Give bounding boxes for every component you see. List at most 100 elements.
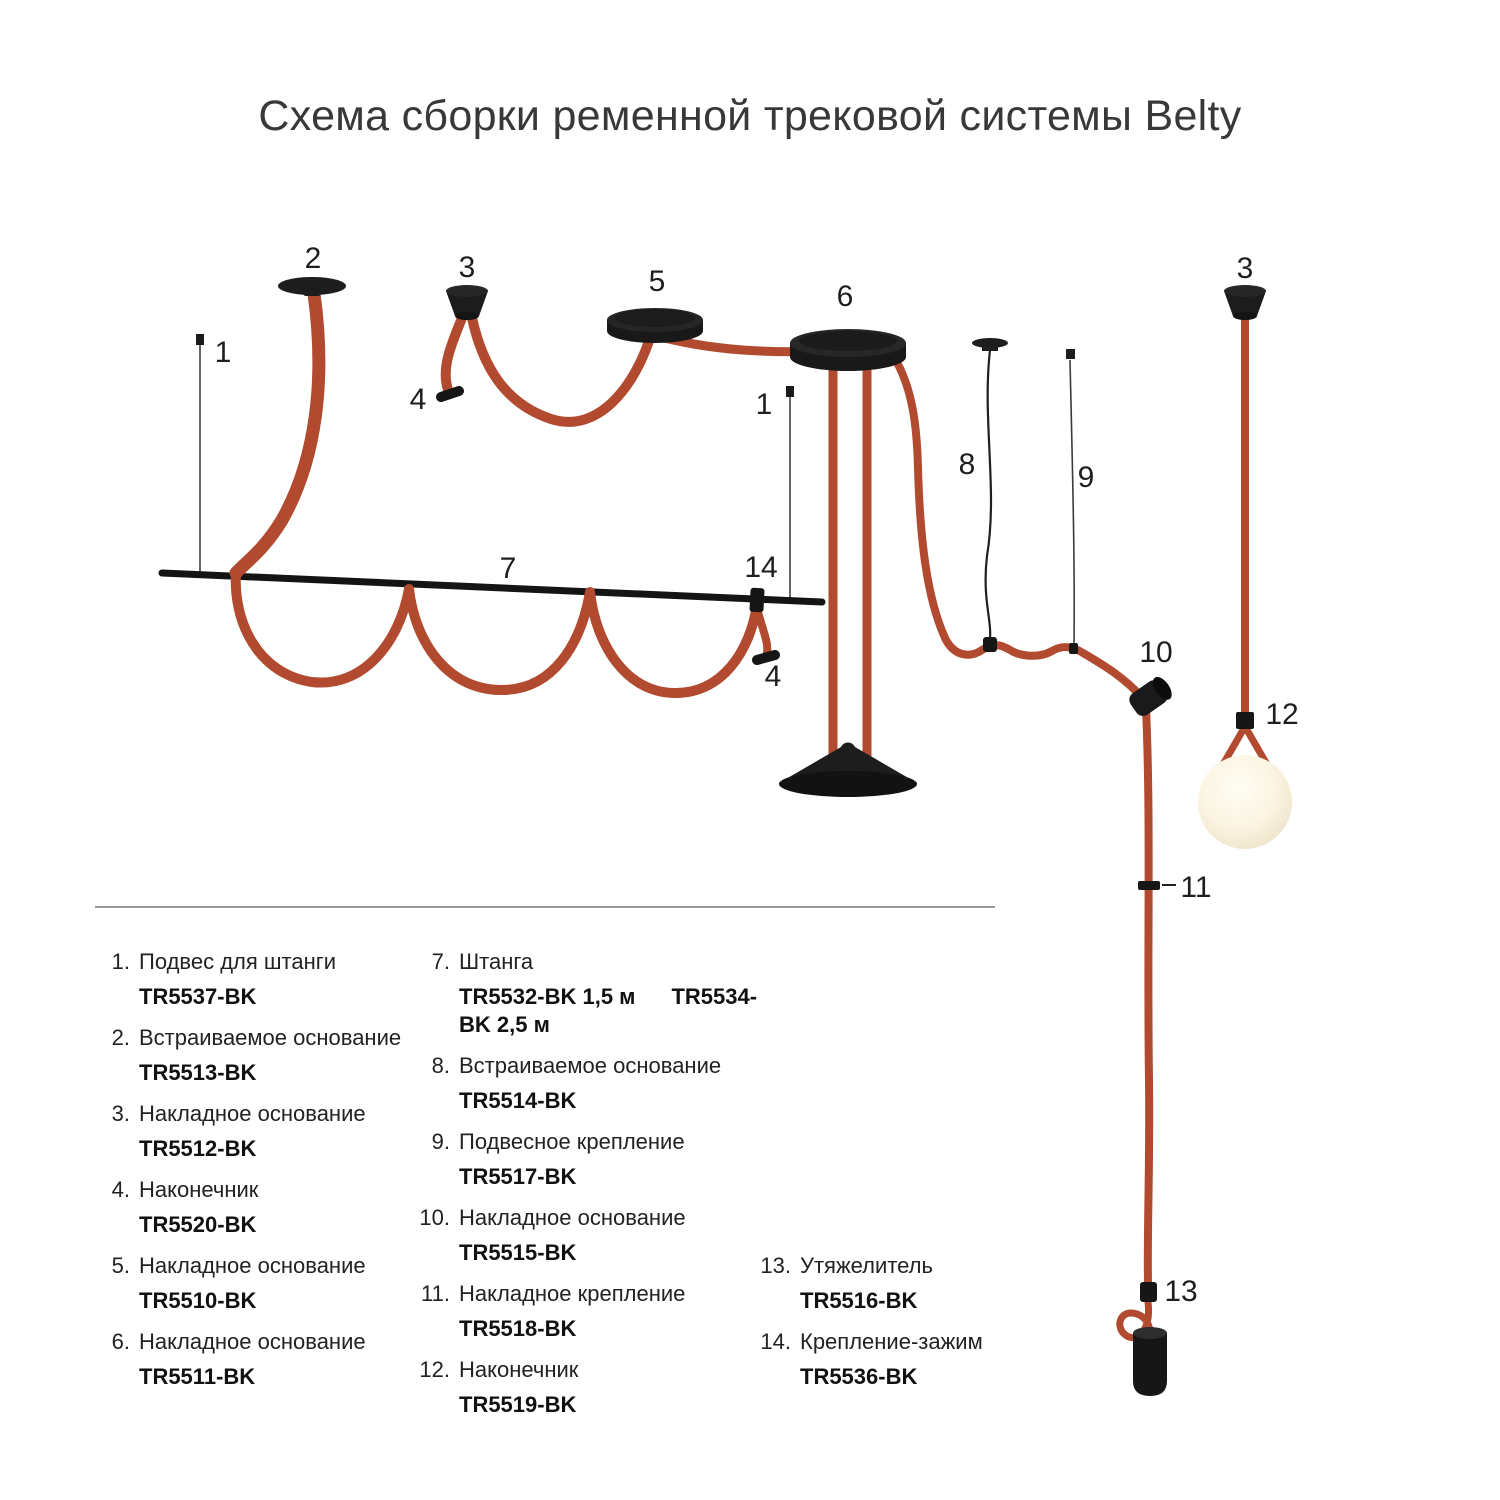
- part-label-3-right: 3: [1237, 252, 1254, 285]
- belt-from-base-2: [229, 287, 326, 580]
- legend-item-number: 3.: [111, 1101, 130, 1126]
- legend-item-name: Подвес для штанги: [139, 949, 337, 974]
- legend-item-code: TR5513-BK: [139, 1060, 257, 1085]
- legend-item-code: TR5518-BK: [459, 1316, 577, 1341]
- legend-item: 1. Подвес для штанги TR5537-BK: [92, 948, 422, 1011]
- part-label-3-left: 3: [459, 251, 476, 284]
- legend-item-name: Штанга: [459, 949, 534, 974]
- legend-item-code-a: TR5532-BK 1,5 м: [459, 984, 636, 1009]
- weight-clamp-13: [1140, 1282, 1157, 1302]
- legend-item-number: 7.: [431, 949, 450, 974]
- cable-8: [984, 349, 993, 638]
- legend-item-code: TR5536-BK: [800, 1364, 918, 1389]
- page-title: Схема сборки ременной трековой системы B…: [258, 92, 1242, 140]
- legend-item-number: 9.: [431, 1129, 450, 1154]
- track-rod: [158, 569, 826, 606]
- belt-vertical-drop: [1142, 704, 1154, 1288]
- surface-base-10: [1129, 677, 1172, 716]
- legend-item: 13.Утяжелитель TR5516-BK: [745, 1252, 1075, 1315]
- round-base-5: [607, 308, 703, 343]
- wire-connector-9: [1069, 643, 1078, 654]
- legend-item: 6. Накладное основание TR5511-BK: [92, 1328, 422, 1391]
- cone-base-right: [1224, 285, 1266, 320]
- part-label-11: 11: [1180, 871, 1211, 904]
- legend-item: 2.Встраиваемое основание TR5513-BK: [92, 1024, 422, 1087]
- legend-item: 9. Подвесное крепление TR5517-BK: [412, 1128, 762, 1191]
- legend-item-code: TR5520-BK: [139, 1212, 257, 1237]
- legend-item-name: Накладное основание: [139, 1101, 366, 1126]
- part-label-1-left: 1: [215, 336, 232, 369]
- part-label-9: 9: [1078, 461, 1095, 494]
- pendant-mount-9: [1066, 349, 1075, 359]
- legend-column-3: 13.Утяжелитель TR5516-BK 14. Крепление-за…: [745, 1252, 1075, 1404]
- legend-divider: [95, 906, 995, 908]
- part-label-1-right: 1: [756, 388, 773, 421]
- legend-item-name: Накладное крепление: [459, 1281, 686, 1306]
- legend-item-number: 1.: [111, 949, 130, 974]
- legend-item-number: 5.: [111, 1253, 130, 1278]
- part-label-12: 12: [1265, 698, 1298, 731]
- cone-base-left: [446, 285, 488, 320]
- part-label-4-left: 4: [410, 383, 427, 416]
- belt-tip-under-clamp: [752, 650, 780, 665]
- part-label-14: 14: [744, 551, 777, 584]
- belt-system: [229, 287, 1280, 1342]
- part-labels: 1 2 3 4 5 6 7 1 14 4 8 9 10 3 12 11 13: [215, 242, 1299, 1308]
- cable-connector-8: [983, 637, 997, 652]
- part-label-7: 7: [500, 552, 517, 585]
- legend-item-number: 6.: [111, 1329, 130, 1354]
- legend-item: 4. Наконечник TR5520-BK: [92, 1176, 422, 1239]
- legend-item-name: Встраиваемое основание: [139, 1025, 402, 1050]
- pendant-wire-9: [1069, 359, 1075, 646]
- legend-item-code: TR5512-BK: [139, 1136, 257, 1161]
- part-label-2: 2: [305, 242, 322, 275]
- legend-item-code: TR5510-BK: [139, 1288, 257, 1313]
- legend-item: 5.Накладное основание TR5510-BK: [92, 1252, 422, 1315]
- belt-tip-left: [436, 386, 464, 402]
- legend-item-number: 8.: [431, 1053, 450, 1078]
- legend-item-number: 14.: [760, 1329, 791, 1354]
- legend-item-code: TR5537-BK: [139, 984, 257, 1009]
- part-label-5: 5: [649, 265, 666, 298]
- legend-item-name: Накладное основание: [139, 1329, 366, 1354]
- legend-item-name: Подвесное крепление: [459, 1129, 685, 1154]
- legend-item: 12. Наконечник TR5519-BK: [412, 1356, 762, 1419]
- legend-item-number: 4.: [111, 1177, 130, 1202]
- legend-item-name: Наконечник: [139, 1177, 259, 1202]
- weight-13: [1133, 1327, 1167, 1396]
- belt-swags: [230, 568, 762, 699]
- legend-item-code: TR5517-BK: [459, 1164, 577, 1189]
- belt-base6-to-base10: [888, 350, 1148, 704]
- belt-cone-to-tip: [440, 313, 467, 395]
- legend-item: 10.Накладное основание TR5515-BK: [412, 1204, 762, 1267]
- part-label-8: 8: [959, 448, 976, 481]
- legend-item: 11. Накладное крепление TR5518-BK: [412, 1280, 762, 1343]
- sphere-lamp: [1198, 755, 1292, 849]
- part-label-10: 10: [1139, 636, 1172, 669]
- rod-hanger-left: [196, 334, 204, 573]
- legend-item-name: Встраиваемое основание: [459, 1053, 722, 1078]
- legend-item-name: Крепление-зажим: [800, 1329, 983, 1354]
- round-base-6: [790, 329, 906, 371]
- cone-shade: [779, 742, 917, 797]
- legend-item-code-b: TR5534-BK 2,5 м: [459, 984, 758, 1037]
- belt-cone-to-base5: [467, 313, 655, 427]
- legend-item-name: Наконечник: [459, 1357, 579, 1382]
- part-label-6: 6: [837, 280, 854, 313]
- legend-item-code: TR5511-BK: [139, 1364, 256, 1389]
- recessed-base-8: [972, 338, 1008, 351]
- legend-item-number: 12.: [419, 1357, 450, 1382]
- legend-item-code: TR5519-BK: [459, 1392, 577, 1417]
- legend-item-number: 13.: [760, 1253, 791, 1278]
- legend-item-code: TR5516-BK: [800, 1288, 918, 1313]
- part-label-4-clamp: 4: [765, 660, 782, 693]
- legend-item-number: 11.: [421, 1281, 450, 1306]
- legend-item-number: 10.: [419, 1205, 450, 1230]
- legend-item: 14. Крепление-зажим TR5536-BK: [745, 1328, 1075, 1391]
- clamp-14: [749, 587, 765, 613]
